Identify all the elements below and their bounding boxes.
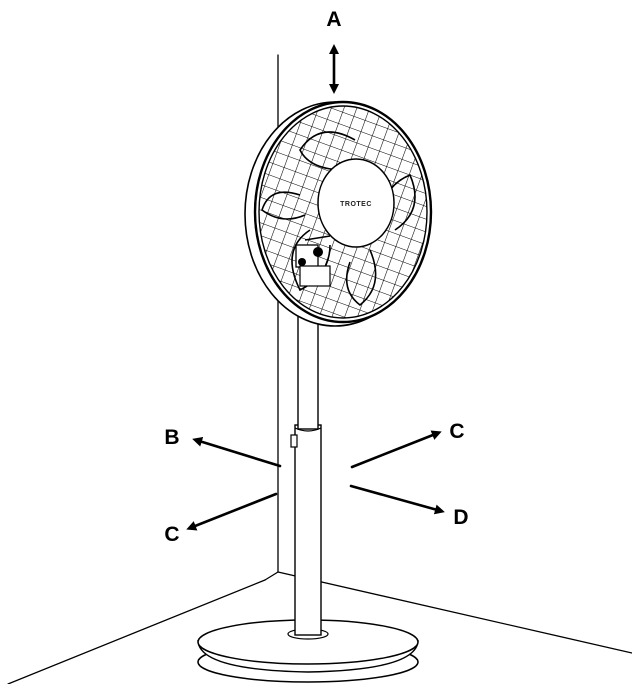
label-a: A — [326, 8, 341, 31]
arrow-b-wall-distance — [192, 436, 282, 468]
floor-line-right — [277, 571, 632, 654]
arrow-d-front-clearance — [349, 484, 445, 515]
arrow-c-lower-side-clearance — [186, 492, 278, 531]
fan-head: TROTEC — [244, 100, 433, 327]
floor-line-left — [7, 579, 266, 685]
label-c-upper: C — [449, 420, 464, 443]
fan-pole — [290, 294, 322, 636]
brand-logo-text: TROTEC — [340, 201, 372, 208]
label-c-lower: C — [164, 523, 179, 546]
label-d: D — [453, 506, 468, 529]
floor-corner-join — [264, 571, 279, 581]
distance-arrows — [186, 44, 445, 531]
fan-hub — [317, 158, 395, 248]
fan-base — [197, 619, 419, 683]
height-lock-knob — [290, 434, 298, 448]
label-b: B — [164, 426, 179, 449]
motor-housing — [295, 235, 331, 287]
distance-labels: A B C C D — [164, 8, 468, 546]
arrow-c-upper-side-clearance — [350, 430, 442, 469]
